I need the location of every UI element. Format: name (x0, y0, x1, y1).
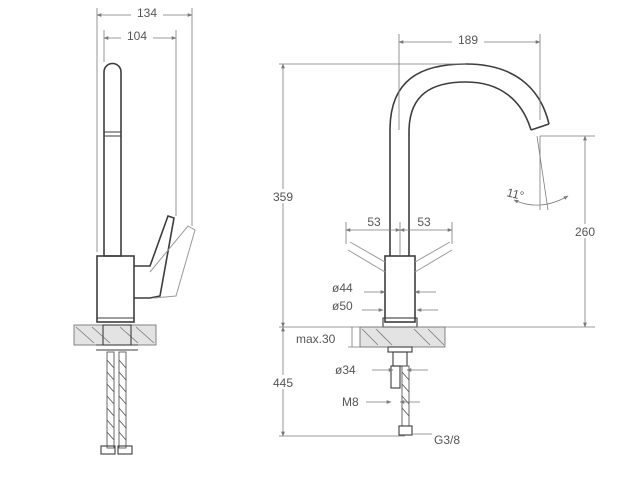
front-body (384, 255, 416, 323)
dim-label-359: 359 (273, 190, 293, 204)
front-handle-ghost-right (414, 241, 451, 263)
dim-label-dia44: ø44 (332, 281, 353, 295)
front-handle-ghost-left (349, 241, 386, 263)
front-spout-inner (408, 81, 532, 256)
dim-label-g38: G3/8 (434, 433, 460, 447)
dim-label-max30: max.30 (296, 332, 336, 346)
side-handle (134, 214, 175, 299)
front-spout-outer (389, 63, 550, 256)
dim-label-134: 134 (137, 6, 157, 20)
front-stud (390, 365, 401, 389)
dim-label-dia34: ø34 (335, 363, 356, 377)
dim-label-445: 445 (273, 376, 293, 390)
front-countertop (359, 326, 446, 348)
side-spout (103, 62, 122, 257)
dim-label-53-right: 53 (417, 215, 431, 229)
front-view: 189 359 260 11° 53 53 ø44 ø50 (266, 32, 602, 447)
dim-label-260: 260 (575, 225, 595, 239)
dim-label-11: 11° (505, 185, 525, 203)
dim-label-m8: M8 (342, 395, 359, 409)
dim-label-104: 104 (127, 29, 147, 43)
dim-label-53-left: 53 (367, 215, 381, 229)
dim-label-189: 189 (458, 33, 478, 47)
dim-label-dia50: ø50 (332, 299, 353, 313)
side-body (96, 255, 135, 323)
side-handle-ghost (149, 225, 196, 299)
side-view: 134 104 (73, 5, 196, 455)
side-countertop (73, 324, 157, 346)
dim-arc-11 (513, 195, 569, 206)
